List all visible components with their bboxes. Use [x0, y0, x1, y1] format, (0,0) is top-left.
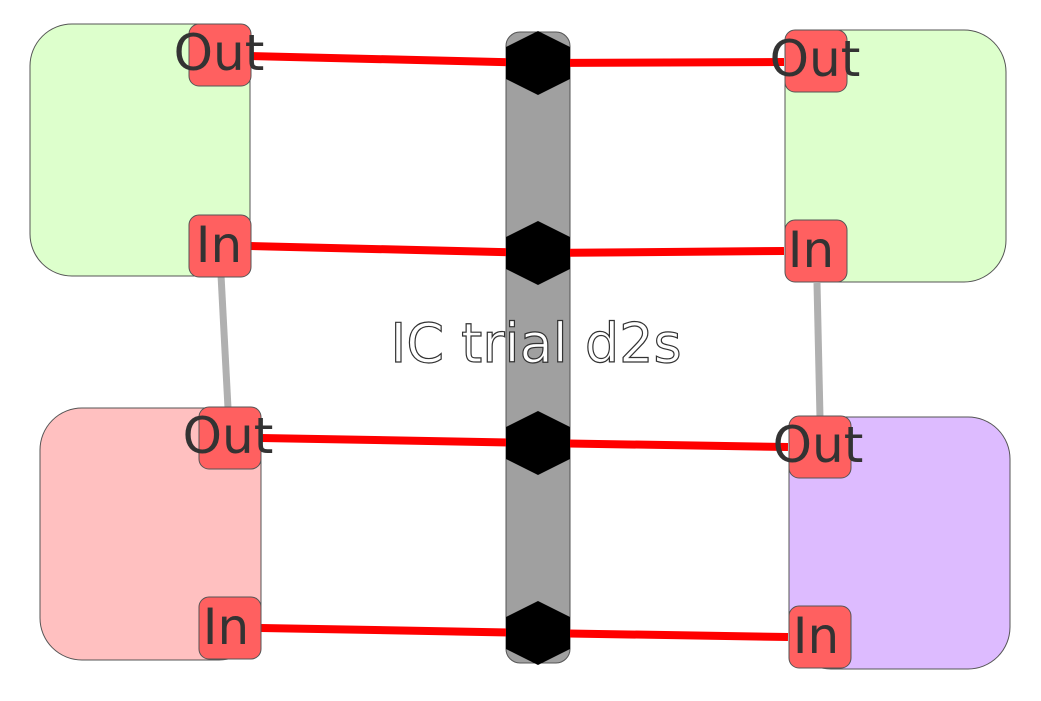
port-bottom-left-out[interactable]: Out: [183, 406, 274, 470]
module-top-right[interactable]: [784, 29, 1007, 283]
port-top-right-in[interactable]: In: [784, 219, 848, 283]
wire-top-right-out: [537, 58, 785, 67]
port-bottom-right-out[interactable]: Out: [773, 415, 864, 479]
port-bottom-left-in[interactable]: In: [198, 596, 262, 660]
port-label: In: [793, 607, 839, 665]
port-label: Out: [773, 416, 864, 474]
port-top-left-in[interactable]: In: [188, 214, 252, 278]
diagram-title: IC trial d2s: [390, 312, 681, 375]
module-top-left[interactable]: [29, 23, 251, 277]
bus-connectors: [506, 31, 570, 665]
wire-bottom-left-out: [260, 434, 539, 447]
wire-top-left-in: [249, 242, 539, 257]
port-label: In: [203, 598, 249, 656]
port-top-left-out[interactable]: Out: [174, 23, 265, 87]
port-label: Out: [183, 407, 274, 465]
port-top-right-out[interactable]: Out: [770, 29, 861, 93]
wire-top-left-out: [249, 52, 539, 67]
wire-bottom-right-in: [537, 629, 789, 641]
link-left: [217, 274, 232, 409]
connector-hexagon-3[interactable]: [506, 411, 570, 475]
link-right: [813, 282, 824, 419]
wire-bottom-left-in: [260, 624, 539, 637]
port-label: In: [788, 221, 834, 279]
wire-top-right-in: [537, 247, 785, 257]
port-label: Out: [174, 24, 265, 82]
port-label: In: [196, 216, 242, 274]
connector-hexagon-4[interactable]: [506, 601, 570, 665]
port-bottom-right-in[interactable]: In: [788, 605, 852, 669]
wires: [249, 52, 789, 641]
connector-hexagon-1[interactable]: [506, 31, 570, 95]
port-label: Out: [770, 30, 861, 88]
wire-bottom-right-out: [537, 439, 789, 451]
connector-hexagon-2[interactable]: [506, 221, 570, 285]
